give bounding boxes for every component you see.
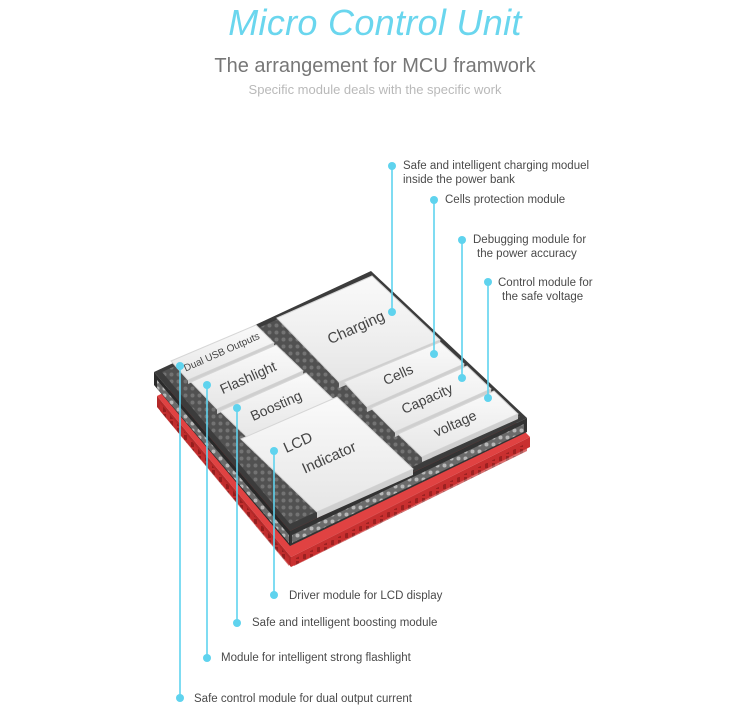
callout-boosting-line1: Safe and intelligent boosting module (252, 617, 438, 629)
callout-dot-cells-end (430, 350, 438, 358)
callout-dot-lcd-end (270, 591, 278, 599)
callout-label-boosting: Safe and intelligent boosting module (252, 616, 437, 630)
callout-dot-dual-usb-top (176, 362, 184, 370)
callout-dot-flashlight-end (203, 654, 211, 662)
callout-voltage-line2: the safe voltage (502, 291, 584, 303)
page-tagline: Specific module deals with the specific … (248, 82, 502, 97)
callout-label-cells: Cells protection module (445, 193, 565, 207)
callout-label-flashlight: Module for intelligent strong flashlight (221, 651, 411, 665)
callout-cells-line1: Cells protection module (445, 194, 566, 206)
callout-lcd-line1: Driver module for LCD display (289, 590, 443, 602)
callout-capacity-line2: the power accuracy (477, 248, 577, 260)
page-subtitle: The arrangement for MCU framwork (214, 55, 536, 77)
callout-lines (179, 166, 489, 698)
callout-dot-cells-top (430, 196, 438, 204)
callout-charging-line1: Safe and intelligent charging moduel (403, 160, 590, 172)
callout-charging-line2: inside the power bank (403, 174, 515, 186)
callout-flashlight-line1: Module for intelligent strong flashlight (221, 652, 411, 664)
callout-capacity-line1: Debugging module for (473, 234, 587, 246)
callout-dot-charging-end (388, 308, 396, 316)
module-lcd-indicator: LCD Indicator (240, 396, 414, 518)
callout-dot-boosting-top (233, 404, 241, 412)
callout-dual-usb-line1: Safe control module for dual output curr… (194, 693, 412, 705)
callout-label-capacity: Debugging module for the power accuracy (473, 233, 586, 261)
callout-label-dual-usb: Safe control module for dual output curr… (194, 692, 412, 706)
module-voltage: voltage (397, 390, 519, 462)
callout-dot-capacity-top (458, 236, 466, 244)
callout-voltage-line1: Control module for (498, 277, 593, 289)
callout-dot-voltage-top (484, 278, 492, 286)
callout-dot-flashlight-top (203, 381, 211, 389)
callout-dot-voltage-end (484, 394, 492, 402)
callout-dot-boosting-end (233, 619, 241, 627)
callout-dot-charging-top (388, 162, 396, 170)
callout-label-voltage: Control module for the safe voltage (498, 276, 593, 304)
callout-label-charging: Safe and intelligent charging moduel ins… (403, 159, 589, 187)
callout-dots (176, 162, 492, 702)
callout-dot-lcd-top (270, 447, 278, 455)
callout-dot-dual-usb-end (176, 694, 184, 702)
callout-label-lcd: Driver module for LCD display (289, 589, 442, 603)
page-title: Micro Control Unit (228, 2, 522, 43)
callout-dot-capacity-end (458, 374, 466, 382)
